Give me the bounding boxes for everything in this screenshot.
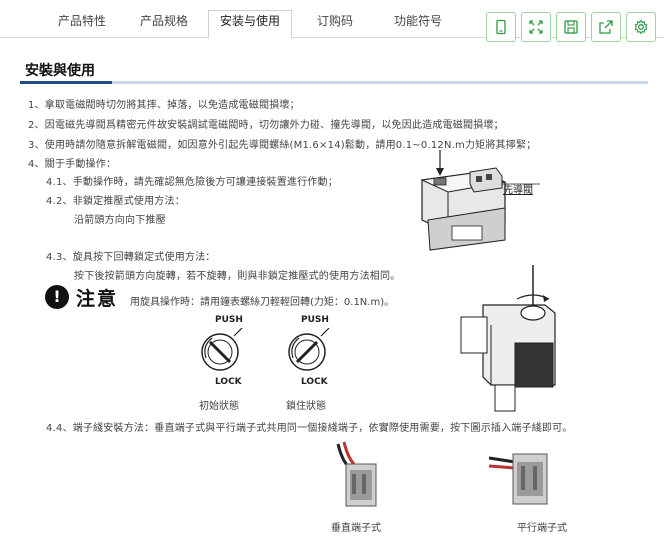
- vertical-terminal-caption: 垂直端子式: [331, 523, 381, 534]
- warning-icon: !: [45, 285, 69, 309]
- section-divider: [20, 81, 648, 84]
- instruction-line-4-3: 4.3、旋具按下回轉鎖定式使用方法：: [46, 252, 216, 263]
- section-divider-accent: [20, 81, 112, 84]
- settings-icon[interactable]: [626, 12, 656, 42]
- notice-title: 注意: [76, 288, 119, 310]
- solenoid-valve-illustration: [420, 150, 540, 251]
- instruction-line-4-3-detail: 按下後按箭頭方向旋轉，若不旋轉，則與非鎖定推壓式的使用方法相同。: [74, 271, 401, 282]
- instruction-line-4-4: 4.4、端子綫安裝方法：垂直端子式與平行端子式共用同一個接綫端子，依實際使用需要…: [46, 423, 573, 434]
- tab-specifications[interactable]: 产品规格: [139, 14, 188, 28]
- share-icon[interactable]: [591, 12, 621, 42]
- parallel-terminal-image: [487, 446, 567, 512]
- notice-text: 用旋具操作時：請用鐘表螺絲刀輕輕回轉(力矩：0.1N.m)。: [130, 297, 395, 308]
- fullscreen-icon[interactable]: [521, 12, 551, 42]
- instruction-line-4: 4、關于手動操作：: [28, 159, 117, 170]
- dial-initial-icon: [201, 328, 243, 371]
- instruction-line-1: 1、拿取電磁閥時切勿將其摔、掉落，以免造成電磁閥損壞；: [28, 100, 300, 111]
- save-icon[interactable]: [556, 12, 586, 42]
- lock-label-initial: LOCK: [215, 377, 242, 387]
- phone-icon[interactable]: [486, 12, 516, 42]
- tab-features[interactable]: 产品特性: [57, 14, 106, 28]
- section-title: 安裝與使用: [25, 63, 95, 79]
- parallel-terminal-caption: 平行端子式: [517, 523, 567, 534]
- instruction-line-2: 2、因電磁先導閥爲精密元件故安裝調試電磁閥時，切勿讓外力碰、撞先導閥，以免因此造…: [28, 120, 504, 131]
- toolbar: [486, 12, 658, 42]
- instruction-line-4-1: 4.1、手動操作時，請先確認無危險後方可讓連接裝置進行作動；: [46, 177, 338, 188]
- push-label-locked: PUSH: [301, 315, 329, 325]
- tab-order-code[interactable]: 订购码: [316, 14, 353, 28]
- tab-installation[interactable]: 安装与使用: [208, 10, 292, 39]
- instruction-line-3: 3、使用時請勿隨意拆解電磁閥，如因意外引起先導閥螺絲(M1.6×14)鬆動，請用…: [28, 140, 537, 151]
- instruction-line-4-2: 4.2、非鎖定推壓式使用方法：: [46, 196, 185, 207]
- tab-bar: 产品特性 产品规格 安装与使用 订购码 功能符号: [0, 0, 664, 39]
- pilot-valve-label: 先導閥: [503, 185, 533, 196]
- dial-locked-icon: [288, 328, 330, 371]
- initial-state-caption: 初始狀態: [199, 401, 239, 412]
- vertical-terminal-image: [328, 440, 394, 514]
- screwdriver-operation-illustration: [460, 265, 556, 412]
- lock-label-locked: LOCK: [301, 377, 328, 387]
- push-label-initial: PUSH: [215, 315, 243, 325]
- instruction-line-4-2-detail: 沿箭頭方向向下推壓: [74, 215, 166, 226]
- tab-function-symbol[interactable]: 功能符号: [393, 14, 442, 28]
- locked-state-caption: 鎖住狀態: [286, 401, 326, 412]
